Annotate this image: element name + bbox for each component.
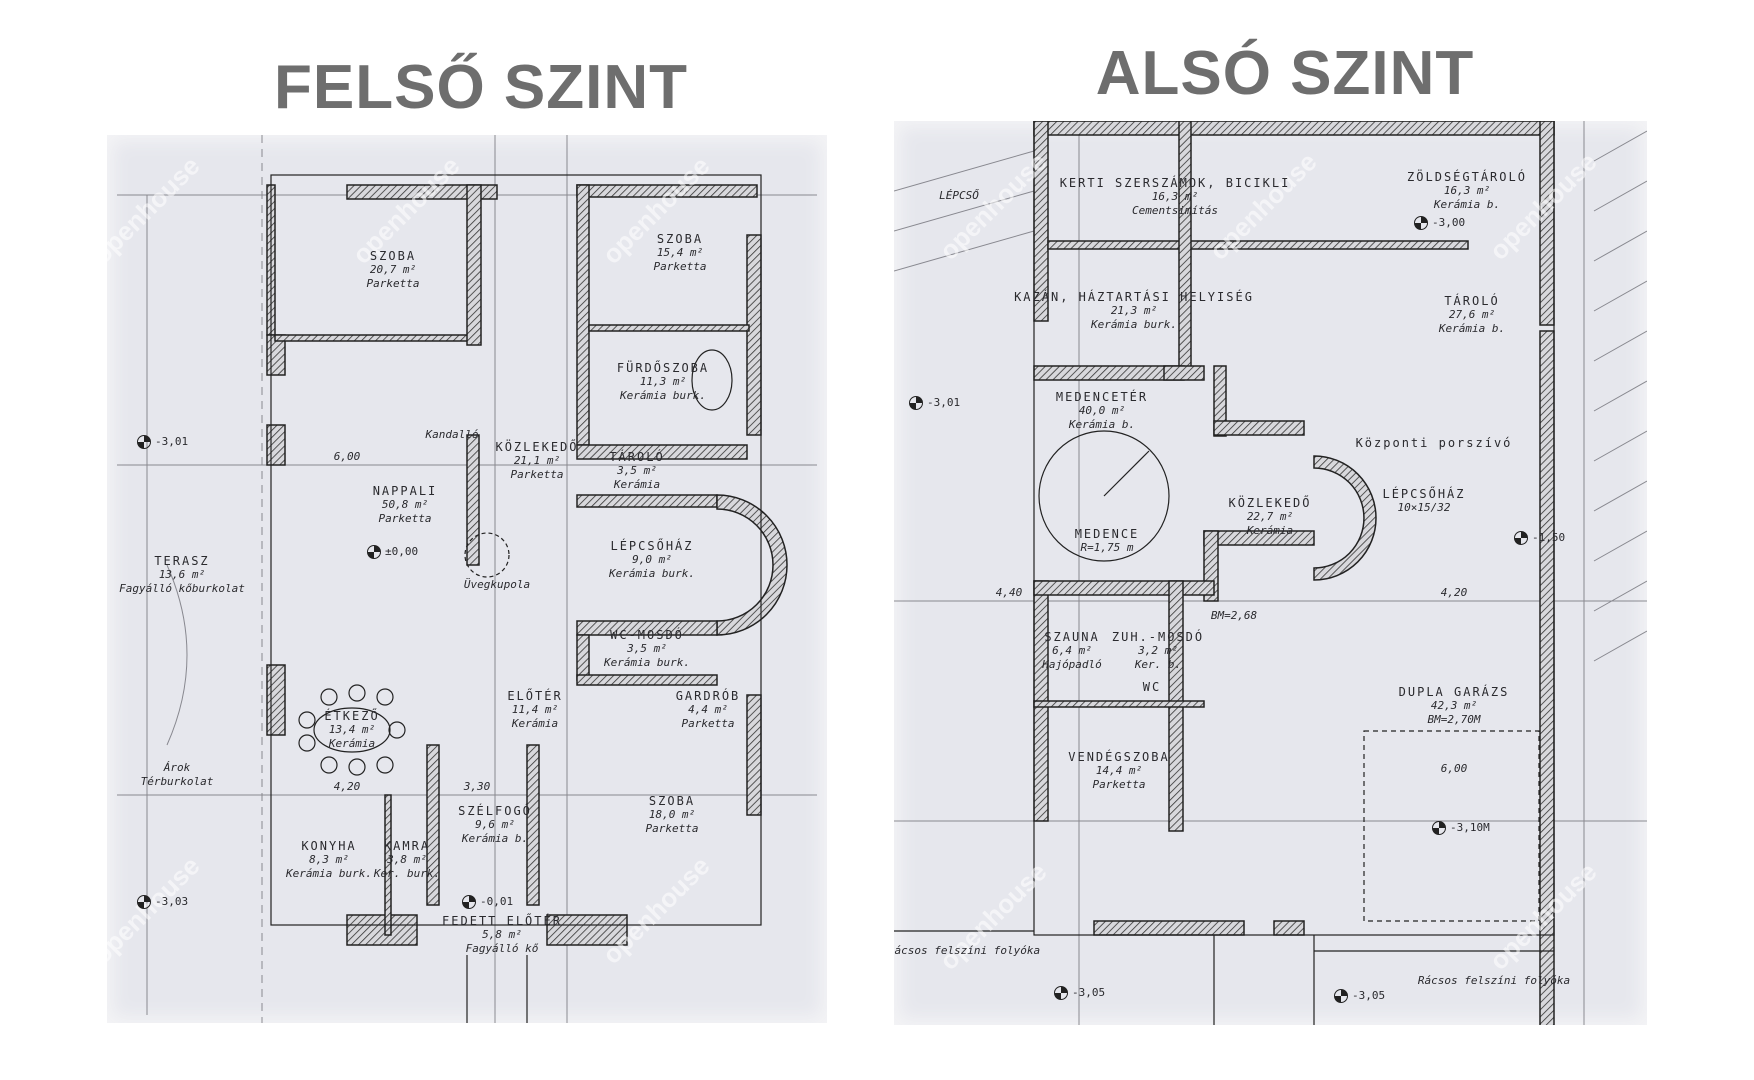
level-mark: -3,05 [1334,989,1385,1003]
note: Kandalló [425,428,479,441]
level-mark: -0,01 [462,895,513,909]
level-mark: -3,00 [1414,216,1465,230]
level-mark: -3,01 [137,435,188,449]
lower-floor-title: ALSÓ SZINT [1095,39,1475,108]
dimension: 6,00 [333,450,361,463]
upper-floor-walls [117,135,817,1023]
level-mark: ±0,00 [367,545,418,559]
dimension: 6,00 [1440,762,1468,775]
level-mark: -3,01 [909,396,960,410]
note: Üvegkupola [463,578,531,591]
dimension: 4,40 [995,586,1023,599]
lower-floor-walls [894,121,1647,1025]
dimension: 3,30 [463,780,491,793]
dimension: 4,20 [1440,586,1468,599]
dimension: 4,20 [333,780,361,793]
room-label: Központi porszívó [1355,436,1513,450]
note: LÉPCSŐ [939,189,979,202]
room-label: WC [1142,680,1162,694]
lower-floor-plan: openhouse openhouse openhouse openhouse … [894,121,1647,1025]
upper-floor-title: FELSŐ SZINT [274,53,688,122]
note: Rácsos felszíni folyóka [894,944,1041,957]
note: BM=2,68 [1210,609,1258,622]
note: Rácsos felszíni folyóka [1417,974,1571,987]
level-mark: -3,10M [1432,821,1490,835]
level-mark: -3,05 [1054,986,1105,1000]
level-mark: -1,50 [1514,531,1565,545]
upper-floor-plan: openhouse openhouse openhouse openhouse … [107,135,827,1023]
level-mark: -3,03 [137,895,188,909]
